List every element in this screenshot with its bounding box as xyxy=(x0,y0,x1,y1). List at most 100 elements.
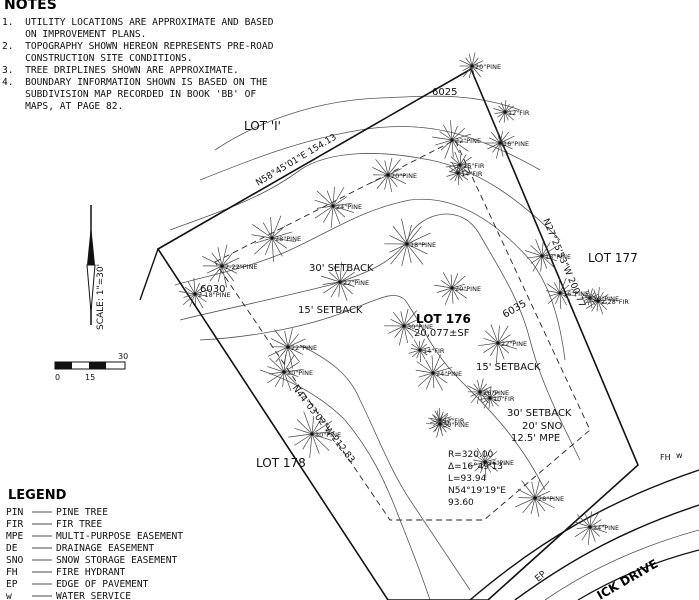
tree-label: 14"FIR xyxy=(423,347,445,355)
curve-line: R=320.00 xyxy=(448,450,494,460)
scale-label: SCALE: 1"=30' xyxy=(96,264,106,330)
tree-symbol xyxy=(369,157,407,193)
note-line: 2. TOPOGRAPHY SHOWN HEREON REPRESENTS PR… xyxy=(2,41,274,52)
lot-176-area: 20,077±SF xyxy=(414,328,470,339)
tree-label: 12"FIR xyxy=(443,417,465,425)
tree-label: 22"PINE xyxy=(455,137,481,145)
road-edges xyxy=(469,469,699,600)
lot-178-label: LOT 178 xyxy=(256,456,306,470)
tree-symbol xyxy=(408,338,432,363)
tree-label: 20"PINE xyxy=(475,63,501,71)
road-ep: EP xyxy=(534,569,549,584)
tree-symbol xyxy=(469,447,499,479)
legend-dashes xyxy=(32,511,52,597)
tree-symbols xyxy=(179,52,612,545)
tree-symbol xyxy=(478,386,502,409)
note-line: 1. UTILITY LOCATIONS ARE APPROXIMATE AND… xyxy=(2,17,274,28)
tree-symbol xyxy=(425,410,453,438)
tree-label: 10"PINE xyxy=(593,295,619,303)
tree-label: 28"PINE xyxy=(538,495,564,503)
tree-symbol xyxy=(432,120,472,159)
contour-6035: 6035 xyxy=(501,298,529,320)
tree-label: 16"PINE xyxy=(503,140,529,148)
setback-rear: 30' SETBACK xyxy=(309,263,374,274)
tree-symbol xyxy=(467,378,492,404)
tree-label: 12"FIR xyxy=(508,109,530,117)
scale-bar xyxy=(54,361,126,370)
legend-desc: MULTI-PURPOSE EASEMENT xyxy=(56,531,183,542)
tree-label: 20"PINE xyxy=(391,172,417,180)
tree-label: 26"PINE xyxy=(488,459,514,467)
note-line: SUBDIVISION MAP RECORDED IN BOOK 'BB' OF xyxy=(2,89,256,100)
legend-heading: LEGEND xyxy=(8,488,67,503)
tree-labels: 20"PINE 12"FIR 22"PINE 16"PINE 16"FIR 14"FIR 2… xyxy=(198,63,629,532)
notes-list: 1. UTILITY LOCATIONS ARE APPROXIMATE AND… xyxy=(2,17,274,112)
setback-envelope xyxy=(214,139,591,521)
contour-6025: 6025 xyxy=(432,87,457,98)
easement-sno: 20' SNO xyxy=(522,421,562,432)
curve-line: 93.60 xyxy=(448,498,474,508)
contour-6030: 6030 xyxy=(200,284,225,295)
tree-symbol xyxy=(434,272,468,305)
tree-symbol xyxy=(314,186,355,228)
tree-label: 24"PINE xyxy=(436,370,462,378)
tree-label: 10"FIR xyxy=(493,395,515,403)
tree-symbol xyxy=(415,354,453,391)
tree-symbol xyxy=(446,162,469,186)
tree-symbol xyxy=(574,511,608,545)
tree-symbol xyxy=(202,244,245,288)
setback-east: 15' SETBACK xyxy=(476,362,541,373)
tree-symbol xyxy=(251,215,296,262)
tree-label: 18"PINE xyxy=(545,253,571,261)
legend-desc: FIRE HYDRANT xyxy=(56,567,126,578)
tree-label: 22"PINE xyxy=(343,279,369,287)
legend-code: EP xyxy=(6,579,18,590)
legend-code: DE xyxy=(6,543,18,554)
scale-tick-30: 30 xyxy=(118,352,128,361)
note-line: CONSTRUCTION SITE CONDITIONS. xyxy=(2,53,193,64)
legend-code: MPE xyxy=(6,531,24,542)
legend-code: PIN xyxy=(6,507,24,518)
easement-mpe: 12.5' MPE xyxy=(511,433,560,444)
tree-label: 30"PINE xyxy=(407,323,433,331)
tree-symbol xyxy=(514,479,555,517)
scale-tick-0: 0 xyxy=(55,373,60,382)
fire-hydrant-label: FH xyxy=(660,453,671,462)
tree-label: 2-18"PINE xyxy=(198,291,231,299)
note-line: 3. TREE DRIPLINES SHOWN ARE APPROXIMATE. xyxy=(2,65,239,76)
tree-symbol xyxy=(383,308,423,346)
note-line: 4. BOUNDARY INFORMATION SHOWN IS BASED O… xyxy=(2,77,268,88)
curve-line: Δ=16°49'13" xyxy=(448,462,507,472)
lot-177-label: LOT 177 xyxy=(588,251,638,265)
tree-symbol xyxy=(584,287,612,315)
lot-176-label: LOT 176 xyxy=(416,312,471,326)
north-arrow xyxy=(86,205,96,325)
tree-label: 34"PINE xyxy=(593,524,619,532)
tree-label: 2-22"PINE xyxy=(225,263,258,271)
tree-symbol xyxy=(478,324,518,363)
tree-symbol xyxy=(493,99,517,123)
bearing-west: N44°03'02"W 212.83 xyxy=(290,384,357,465)
tree-label: 30"PINE xyxy=(287,369,313,377)
legend-code: w xyxy=(6,591,12,600)
note-line: MAPS, AT PAGE 82. xyxy=(2,101,123,112)
legend-list: PIN PINE TREE FIR FIR TREE MPE MULTI-PUR… xyxy=(6,507,183,600)
tree-label: 16"PINE xyxy=(563,290,589,298)
tree-label: 24"PINE xyxy=(336,203,362,211)
tree-symbol xyxy=(179,277,211,309)
tree-label: 16"FIR xyxy=(463,162,485,170)
legend-code: FH xyxy=(6,567,18,578)
tree-symbol xyxy=(267,354,304,391)
tree-symbol xyxy=(320,262,360,301)
water-service-label: w xyxy=(676,451,683,460)
tree-label: 20"PINE xyxy=(455,285,481,293)
setback-front: 30' SETBACK xyxy=(507,408,572,419)
legend-desc: EDGE OF PAVEMENT xyxy=(56,579,149,590)
legend-desc: PINE TREE xyxy=(56,507,108,518)
lot-i-label: LOT 'I' xyxy=(244,119,281,133)
tree-symbol xyxy=(546,278,576,310)
tree-label: 28"PINE xyxy=(275,235,301,243)
tree-symbol xyxy=(484,127,515,159)
notes-heading: NOTES xyxy=(4,0,57,13)
